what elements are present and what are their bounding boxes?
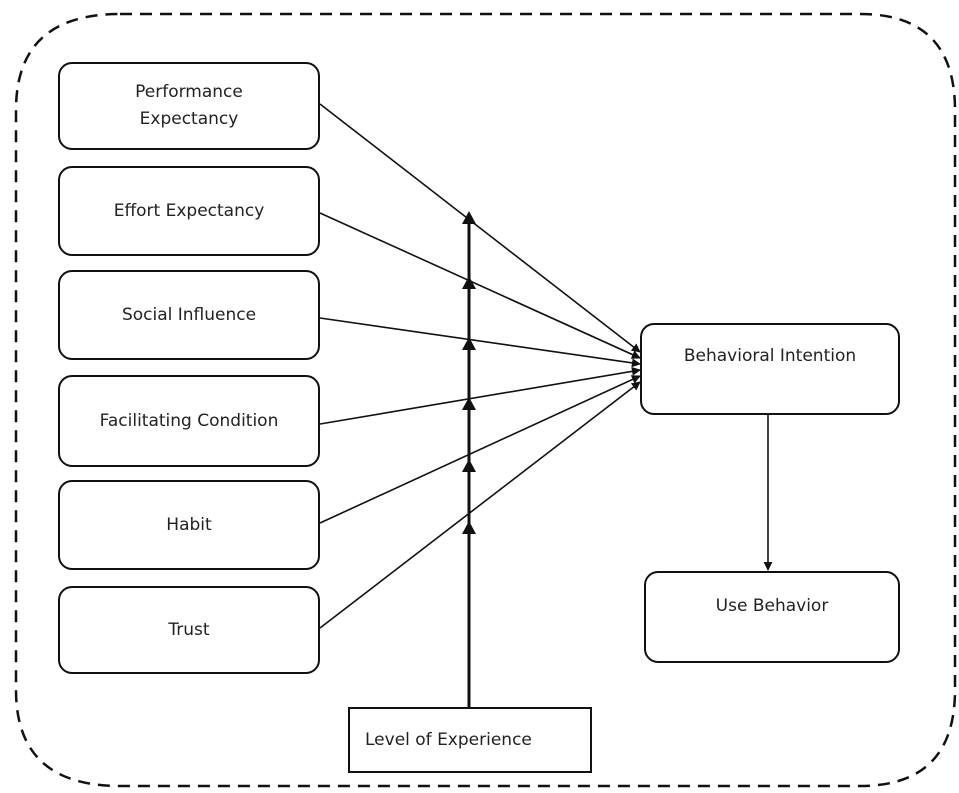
moderator-arrowhead	[462, 521, 476, 534]
moderator-arrowhead	[462, 211, 476, 224]
factor-habit: Habit	[58, 480, 320, 570]
factor-label: Performance	[135, 82, 243, 102]
arrow-habit-to-intention	[319, 375, 641, 524]
factor-label: Trust	[168, 619, 210, 640]
level-of-experience-box: Level of Experience	[348, 707, 592, 773]
factor-facilitating-condition: Facilitating Condition	[58, 375, 320, 467]
outer-dashed-boundary	[14, 12, 957, 788]
arrow-performance-to-intention	[319, 103, 641, 353]
moderator-arrowhead	[462, 459, 476, 472]
factor-label: Habit	[166, 514, 212, 535]
level-of-experience-label: Level of Experience	[365, 729, 532, 750]
use-behavior-label: Use Behavior	[715, 596, 829, 616]
behavioral-intention-label: Behavioral Intention	[683, 346, 857, 366]
behavioral-intention-box: Behavioral Intention	[640, 323, 900, 415]
arrow-facilitating-to-intention	[319, 366, 641, 425]
use-behavior-box: Use Behavior	[644, 571, 900, 663]
factor-label: Facilitating Condition	[99, 410, 279, 431]
factor-trust: Trust	[58, 586, 320, 674]
moderator-arrowhead	[462, 397, 476, 410]
arrow-trust-to-intention	[319, 381, 641, 629]
moderator-arrowhead	[462, 276, 476, 289]
factor-social-influence: Social Influence	[58, 270, 320, 360]
arrow-social-to-intention	[319, 317, 641, 368]
factor-label: Social Influence	[121, 304, 257, 325]
factor-label: Effort Expectancy	[113, 200, 265, 221]
moderator-arrowhead	[462, 337, 476, 350]
factor-label: Expectancy	[139, 109, 239, 129]
factor-performance-expectancy: Performance Expectancy	[58, 62, 320, 150]
arrow-effort-to-intention	[319, 212, 641, 359]
factor-effort-expectancy: Effort Expectancy	[58, 166, 320, 256]
